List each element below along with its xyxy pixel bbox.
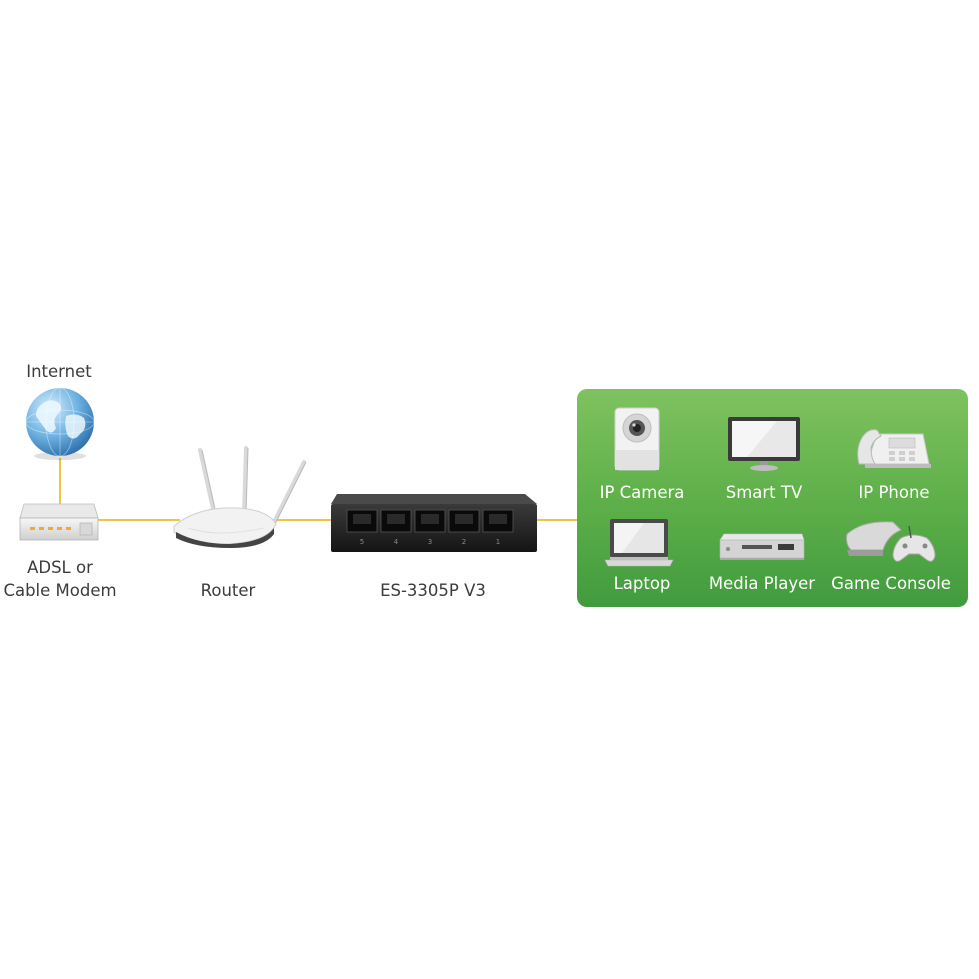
globe-icon [25,387,95,460]
port-number: 1 [496,538,500,546]
router-icon [173,446,307,548]
ip-camera-icon [614,407,660,471]
router-label: Router [200,581,256,600]
port-number: 5 [360,538,364,546]
game-console-icon [846,521,936,562]
switch-label: ES-3305P V3 [380,581,486,600]
device-label-ip-camera: IP Camera [599,483,685,502]
smart-tv-icon [728,417,800,471]
internet-label: Internet [26,362,92,381]
switch-icon: 5 4 3 2 1 [331,494,537,552]
modem-label-line1: ADSL or [27,558,93,577]
port-number: 3 [428,538,432,546]
media-player-icon [719,533,805,560]
modem-icon [19,503,99,541]
device-label-game-console: Game Console [831,574,951,593]
device-label-smart-tv: Smart TV [725,483,803,502]
device-label-laptop: Laptop [613,574,671,593]
port-number: 4 [394,538,399,546]
device-label-ip-phone: IP Phone [858,483,930,502]
modem-label-line2: Cable Modem [3,581,117,600]
ip-phone-icon [857,429,931,468]
device-label-media-player: Media Player [708,574,816,593]
port-number: 2 [462,538,466,546]
laptop-icon [604,519,674,567]
